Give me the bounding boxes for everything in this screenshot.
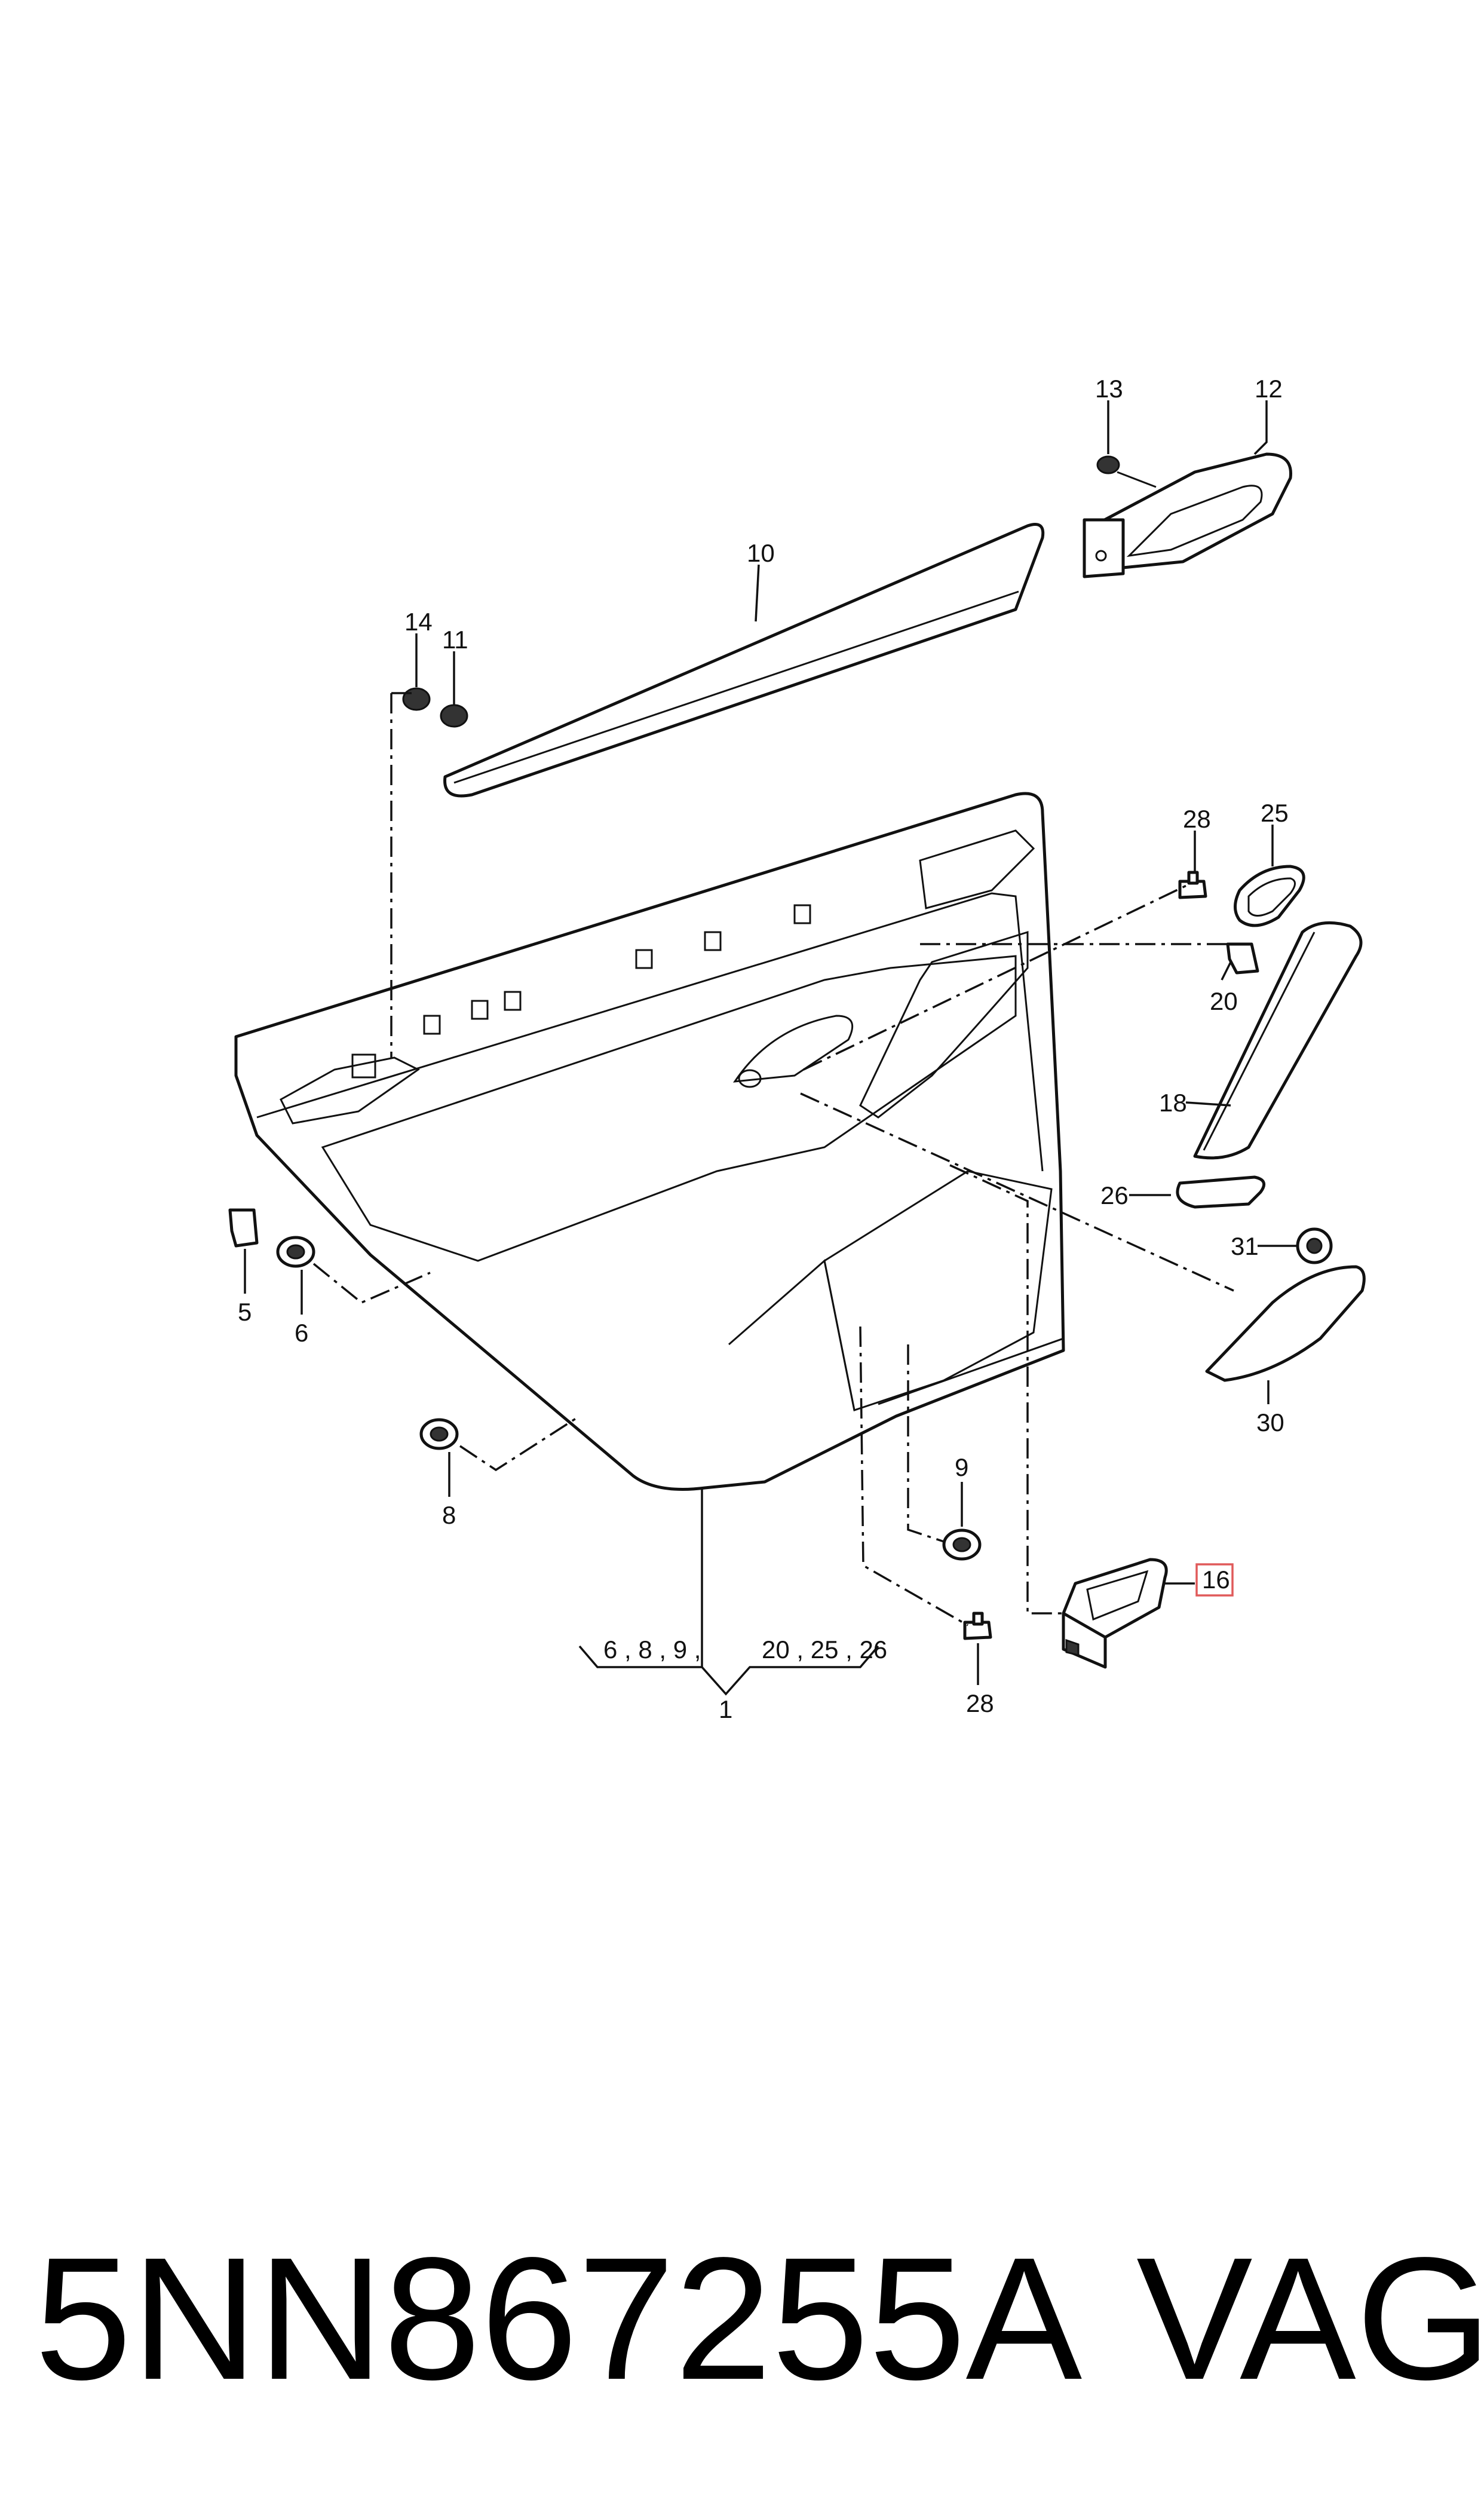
highlight-frame-16 [1195,1563,1234,1597]
callout-30: 30 [1256,1408,1284,1436]
callout-20: 20 [1210,987,1238,1015]
cover-30 [1205,1265,1366,1382]
screw-28-upper [1178,871,1207,899]
callout-5: 5 [238,1298,252,1326]
callout-28-lower: 28 [966,1689,994,1717]
callout-28-upper: 28 [1183,805,1211,833]
callout-6: 6 [295,1319,308,1347]
part-number-footer: 5NN867255A VAG [0,2211,1484,2426]
callout-9: 9 [955,1453,968,1481]
clip-20 [1226,942,1259,975]
brand-label: VAG [1136,2221,1484,2416]
bezel-25 [1234,865,1305,927]
callout-18: 18 [1159,1089,1187,1117]
callout-16: 16 [1202,1566,1230,1594]
clip-6 [276,1236,315,1268]
callout-26: 26 [1100,1181,1129,1209]
callout-labels: 12 13 10 14 11 28 25 20 18 26 31 30 5 6 … [238,375,1289,1723]
part-number: 5NN867255A [35,2221,1083,2416]
callout-12: 12 [1255,375,1283,403]
callout-14: 14 [404,608,433,636]
clip-13 [1096,455,1157,488]
callout-11: 11 [442,626,468,654]
switch-16 [1062,1558,1168,1669]
clip-11 [440,704,468,728]
callout-8: 8 [442,1501,456,1529]
rosette-31 [1296,1227,1333,1264]
grab-handle-18 [1193,921,1363,1160]
assembly-lines [312,692,1234,1626]
trim-strip-10 [443,523,1045,798]
callout-25: 25 [1261,799,1289,827]
callout-10: 10 [747,539,775,567]
group-label-left: 6 , 8 , 9 , [603,1635,701,1664]
panel-clip-slots [423,904,811,1035]
screw-28-lower [963,1612,992,1640]
callout-1: 1 [719,1695,732,1723]
trim-26 [1176,1175,1266,1209]
door-trim-panel-1 [234,792,1065,1491]
callout-31: 31 [1231,1232,1259,1260]
callout-13: 13 [1095,375,1123,403]
clip-9 [942,1528,982,1561]
clip-14 [402,687,431,711]
door-handle-12 [1083,452,1292,578]
leader-lines [244,400,1296,1696]
clip-5 [228,1208,259,1248]
clip-8 [419,1418,459,1450]
group-label-right: 20 , 25 , 26 [762,1635,887,1664]
